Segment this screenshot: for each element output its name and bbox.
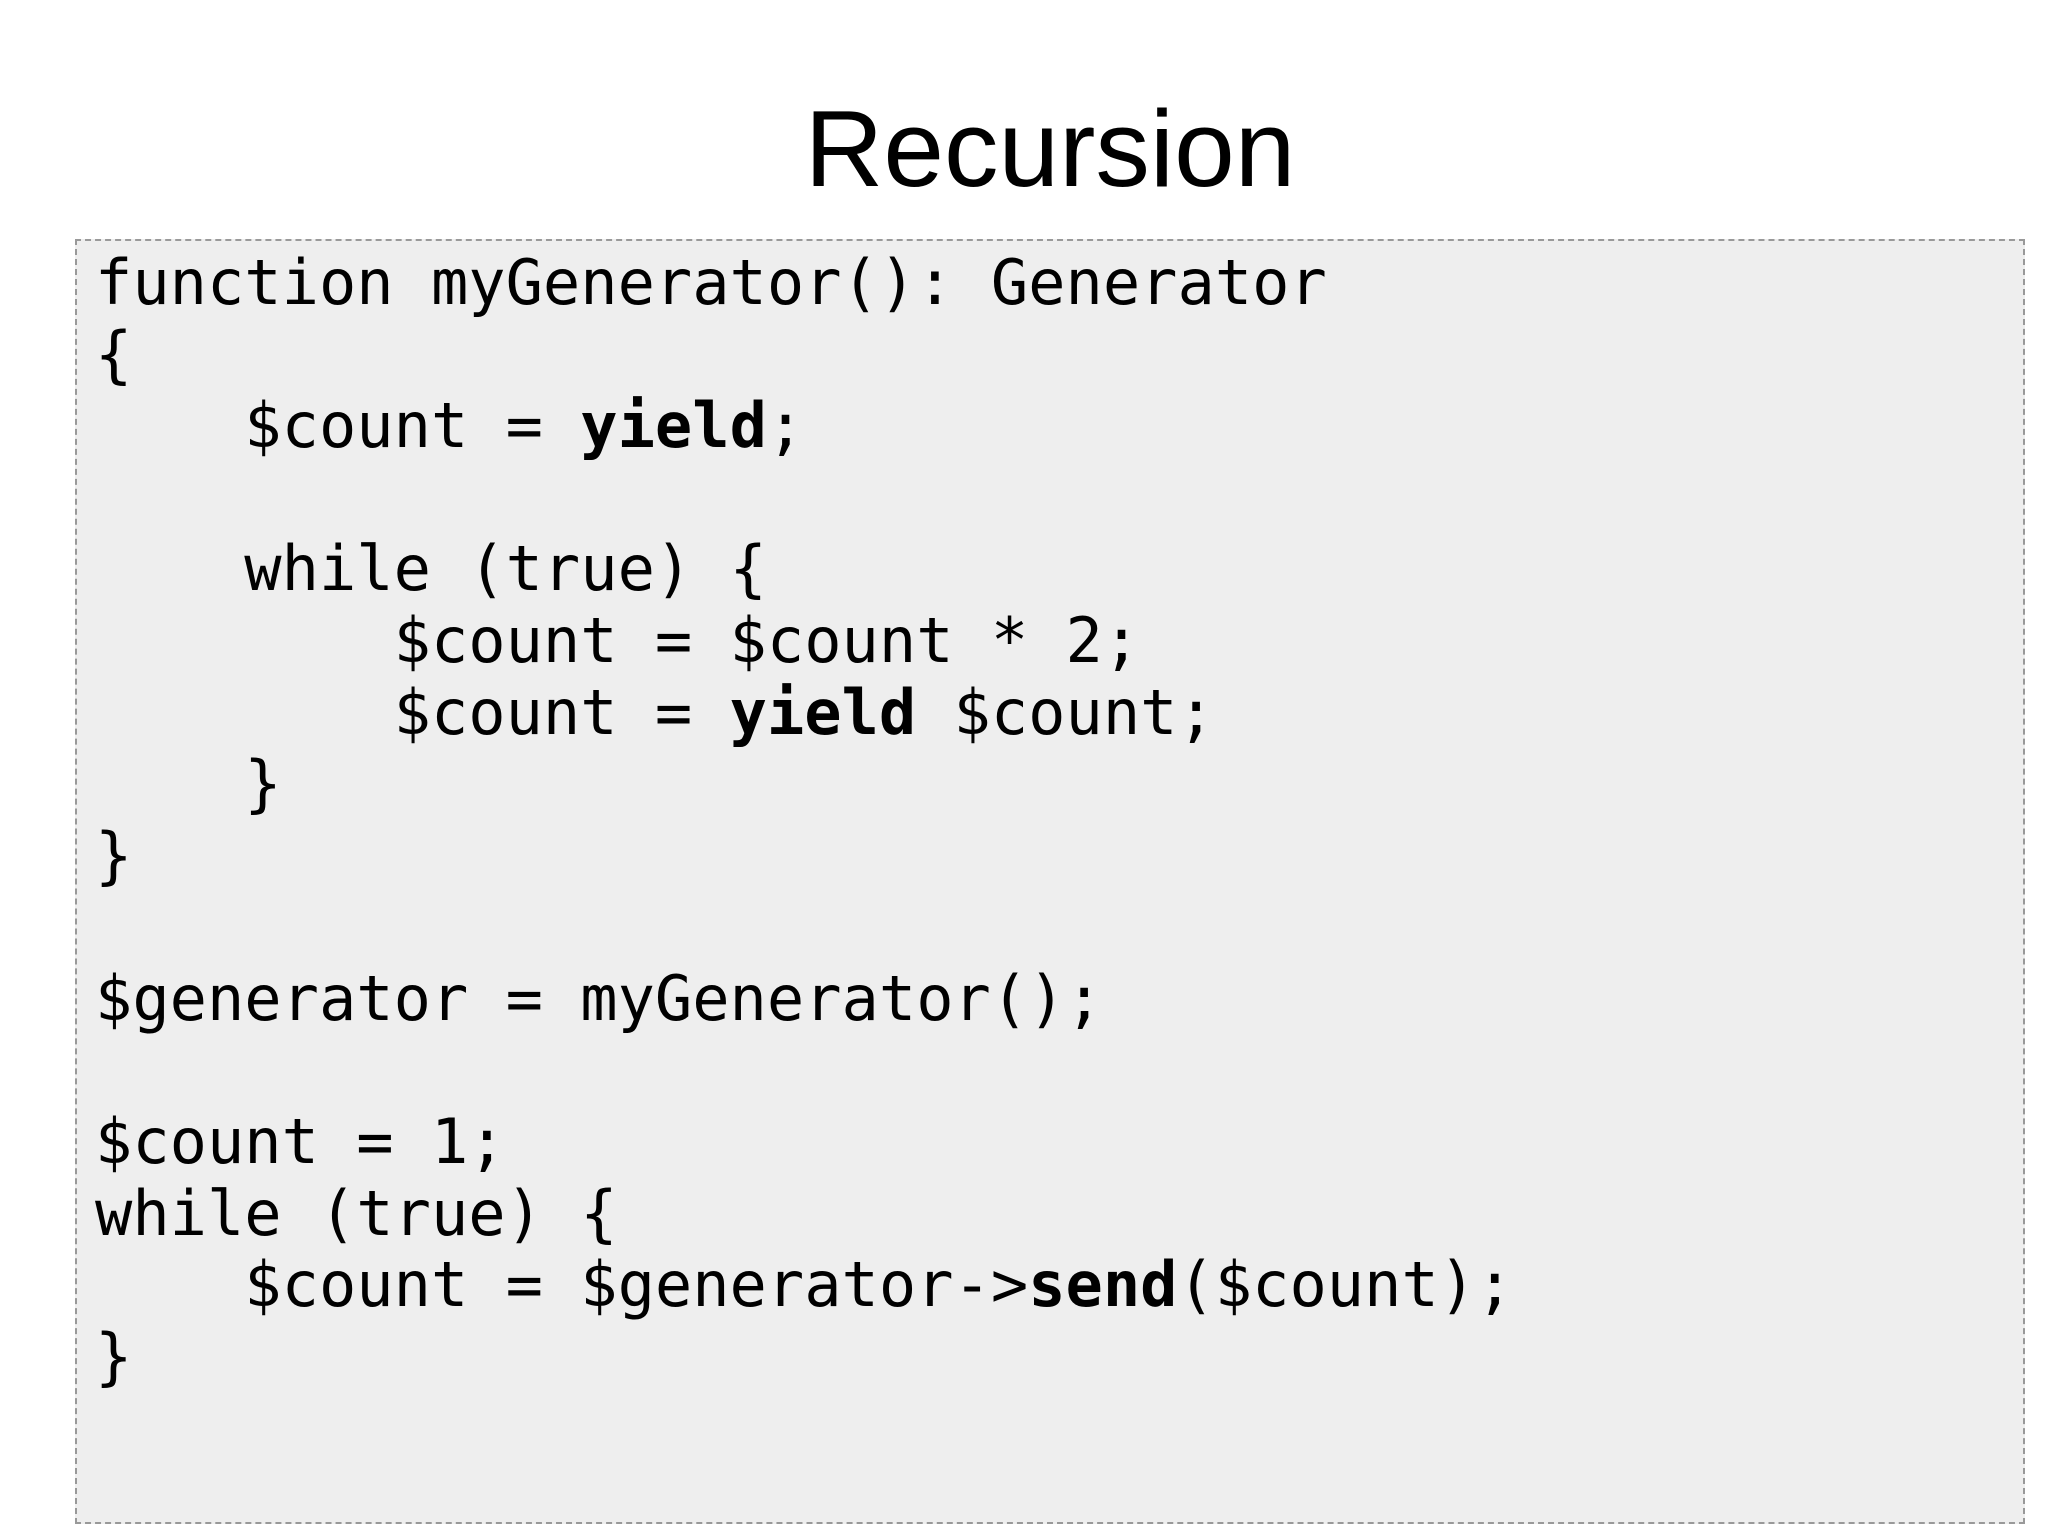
code-keyword-bold: yield — [729, 675, 917, 749]
code-line: } — [95, 1321, 2005, 1393]
code-line: { — [95, 317, 2005, 391]
code-keyword-bold: yield — [580, 389, 767, 463]
code-text: $count = — [95, 675, 730, 749]
code-line: while (true) { — [95, 1176, 2005, 1250]
code-text: $count = 1; — [95, 1105, 506, 1179]
code-line: $generator = myGenerator(); — [95, 963, 2005, 1035]
code-line: } — [95, 818, 2005, 892]
code-text: { — [95, 317, 133, 391]
code-text: while (true) { — [95, 532, 767, 606]
code-text: $count = $generator-> — [95, 1248, 1029, 1322]
slide-title: Recursion — [804, 88, 1296, 210]
code-text: ; — [766, 389, 805, 463]
code-text: } — [95, 747, 282, 821]
code-text: while (true) { — [95, 1176, 618, 1250]
code-text: $count; — [916, 675, 1215, 749]
code-line: $count = 1; — [95, 1106, 2005, 1178]
code-text: $count = — [95, 389, 581, 463]
code-block: function myGenerator(): Generator{ $coun… — [75, 239, 2025, 1524]
code-line: $count = $count * 2; — [95, 605, 2005, 677]
code-text: ($count); — [1177, 1248, 1514, 1322]
code-text: } — [95, 818, 133, 892]
code-line: function myGenerator(): Generator — [95, 247, 2005, 319]
code-line: $count = yield; — [95, 390, 2005, 462]
code-text: $count = $count * 2; — [95, 603, 1141, 677]
code-keyword-bold: send — [1028, 1248, 1178, 1322]
code-line: $count = $generator->send($count); — [95, 1249, 2005, 1321]
code-line — [95, 891, 2005, 963]
code-text: function myGenerator(): Generator — [95, 246, 1327, 319]
code-text: $generator = myGenerator(); — [95, 961, 1103, 1035]
code-line — [95, 1035, 2005, 1107]
code-line: $count = yield $count; — [95, 675, 2005, 749]
code-line — [95, 462, 2005, 534]
code-line: while (true) { — [95, 533, 2005, 605]
code-line: } — [95, 748, 2005, 820]
code-text: } — [95, 1319, 133, 1393]
